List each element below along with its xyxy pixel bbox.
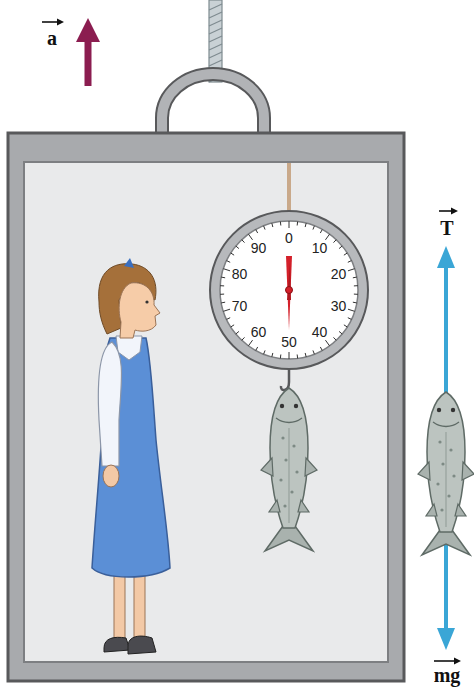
dial-tick [344, 325, 347, 327]
rope-twist [209, 4, 222, 10]
dial-tick [348, 318, 352, 320]
rope-twist [209, 20, 222, 26]
dial-number: 60 [251, 325, 267, 339]
dial-number: 20 [331, 267, 347, 281]
dial-tick [248, 340, 252, 346]
elevator-car [8, 133, 404, 681]
dial-tick [223, 309, 230, 311]
dial-tick [305, 353, 307, 357]
dial-tick [264, 350, 265, 354]
dial-tick [348, 261, 352, 263]
dial-number: 30 [331, 299, 347, 313]
weight-label: mg [434, 665, 461, 685]
dial-tick [227, 318, 231, 320]
dial-tick [223, 269, 230, 271]
dial-tick [325, 234, 329, 240]
dial-number: 40 [312, 325, 328, 339]
dial-tick [320, 347, 322, 351]
acceleration-label: a [47, 28, 57, 48]
dial-number: 70 [232, 299, 248, 313]
dial-tick [242, 337, 245, 340]
rope-twist [209, 12, 222, 18]
dial-number: 80 [232, 267, 248, 281]
acceleration-arrow [42, 18, 100, 86]
dial-tick [256, 347, 258, 351]
dial-tick [297, 354, 299, 358]
dial-tick [271, 353, 273, 357]
dial-tick [305, 223, 307, 227]
dial-tick [227, 261, 231, 263]
dial-number: 0 [285, 231, 293, 245]
dial-tick [236, 331, 239, 334]
dial-tick [320, 230, 322, 234]
dial-tick [344, 253, 347, 255]
dial-tick [231, 325, 234, 327]
dial-tick [348, 309, 355, 311]
dial-number: 10 [312, 241, 328, 255]
dial-number: 90 [251, 241, 267, 255]
dial-tick [353, 277, 357, 279]
dial-tick [348, 269, 355, 271]
dial-tick [289, 221, 290, 228]
dial-tick [242, 240, 245, 243]
dial-tick [220, 285, 224, 286]
girl [92, 258, 170, 654]
dial-tick [325, 340, 329, 346]
dial-tick [353, 302, 357, 304]
dial-tick [271, 223, 273, 227]
dial-tick [221, 277, 225, 279]
rope-twist [209, 36, 222, 42]
dial-tick [289, 352, 290, 359]
rope-twist [209, 52, 222, 58]
dial-tick [313, 226, 314, 230]
rope-twist [209, 60, 222, 66]
tension-label: T [440, 218, 453, 238]
rope-twist [209, 44, 222, 50]
dial-tick [236, 246, 239, 249]
dial-tick [280, 354, 282, 358]
dial-tick [256, 230, 258, 234]
dial-tick [221, 302, 225, 304]
dial-tick [354, 294, 358, 295]
dial-tick [339, 246, 342, 249]
rope-twist [209, 28, 222, 34]
dial-tick [231, 253, 234, 255]
dial-tick [333, 337, 336, 340]
dial-tick [297, 222, 299, 226]
dial-tick [313, 350, 314, 354]
free-body-diagram [418, 208, 474, 665]
dial-tick [333, 240, 336, 243]
spring-scale [210, 163, 368, 551]
hanger-ring [162, 74, 264, 138]
dial-number: 50 [281, 335, 297, 349]
dial-tick [248, 234, 252, 240]
dial-tick [280, 222, 282, 226]
dial-tick [264, 226, 265, 230]
dial-tick [220, 294, 224, 295]
dial-tick [354, 285, 358, 286]
dial-tick [339, 331, 342, 334]
